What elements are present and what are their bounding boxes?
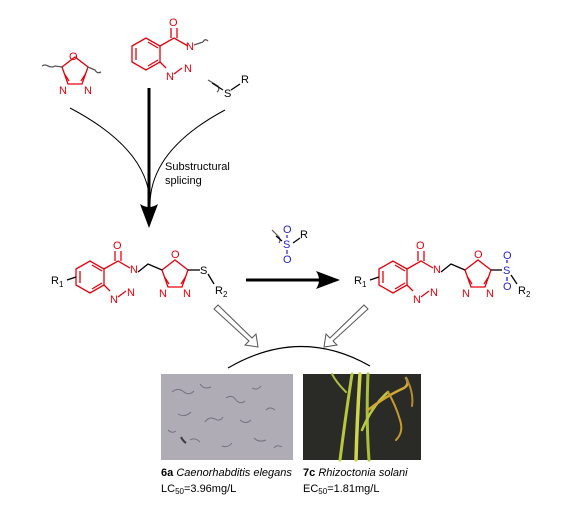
benzotriazinone-o-atom: O [169, 17, 178, 29]
thioether-r-group: R [241, 74, 249, 86]
r2-group: R2 [518, 285, 531, 299]
r2-group: R2 [215, 285, 228, 299]
fungus-result: 7c Rhizoctonia solani [303, 466, 408, 480]
nematode-result: 6a Caenorhabditis elegans [161, 466, 292, 480]
oxadiazole-n-atom: N [183, 288, 191, 300]
reagent-s-atom: S [283, 239, 290, 251]
benzotriazinone-n-atom: N [166, 71, 174, 83]
benzotriazinone-n-atom: N [186, 41, 194, 53]
hollow-arrow-right [323, 304, 369, 348]
sulfone-product [369, 251, 518, 298]
metric-value: =3.96mg/L [183, 483, 237, 495]
organism-name: Caenorhabditis elegans [176, 467, 292, 479]
splicing-label: splicing [165, 175, 202, 187]
thioether-s-atom: S [224, 88, 231, 100]
sulfonyl-reagent [271, 229, 301, 254]
oxadiazole-o-atom: O [69, 51, 78, 63]
splicing-arrows [69, 88, 226, 208]
compound-id: 7c [303, 467, 316, 479]
metric-subscript: 50 [318, 487, 328, 496]
oxadiazole-o-atom: O [171, 249, 180, 261]
sulfonyl-o-atom: O [503, 250, 512, 262]
rice-plant-photo [303, 372, 421, 462]
thioether-product [66, 251, 215, 298]
bioassay-arc [227, 345, 371, 369]
oxadiazole-n-atom: N [159, 288, 167, 300]
thioether-fragment [207, 79, 241, 93]
reagent-r-group: R [300, 229, 308, 241]
triazinone-n3-atom: N [130, 264, 138, 276]
oxadiazole-n-atom: N [59, 85, 67, 97]
oxadiazole-o-atom: O [474, 249, 483, 261]
triazinone-n1-atom: N [413, 294, 421, 306]
fungus-ec50: EC50=1.81mg/L [303, 482, 379, 499]
reagent-o-atom: O [283, 224, 292, 236]
hollow-arrow-left [213, 304, 259, 348]
sulfonyl-s-atom: S [503, 265, 510, 277]
organism-name: Rhizoctonia solani [318, 467, 408, 479]
sulfur-atom: S [200, 265, 207, 277]
compound-id: 6a [161, 467, 174, 479]
r1-group: R1 [354, 275, 367, 289]
sulfonyl-o-atom: O [503, 281, 512, 293]
nematode-photo [161, 374, 293, 460]
metric-label: LC [161, 483, 176, 495]
oxadiazole-n-atom: N [84, 85, 92, 97]
triazinone-n2-atom: N [430, 287, 438, 299]
oxidation-arrowhead [316, 271, 340, 289]
benzotriazinone-n-atom: N [184, 63, 192, 75]
triazinone-n1-atom: N [110, 294, 118, 306]
triazinone-n2-atom: N [127, 287, 135, 299]
metric-label: EC [303, 483, 319, 495]
ketone-o-atom: O [416, 240, 425, 252]
r1-group: R1 [51, 275, 64, 289]
reagent-o-atom: O [283, 254, 292, 266]
triazinone-n3-atom: N [433, 264, 441, 276]
metric-value: =1.81mg/L [327, 483, 380, 495]
splicing-arrowhead [140, 204, 158, 228]
oxadiazole-n-atom: N [462, 288, 470, 300]
nematode-lc50: LC50=3.96mg/L [161, 482, 236, 499]
oxadiazole-fragment [41, 56, 102, 85]
ketone-o-atom: O [113, 240, 122, 252]
metric-subscript: 50 [175, 487, 184, 496]
oxadiazole-n-atom: N [486, 288, 494, 300]
benzotriazinone-fragment [131, 28, 209, 75]
splicing-label: Substructural [165, 161, 230, 173]
